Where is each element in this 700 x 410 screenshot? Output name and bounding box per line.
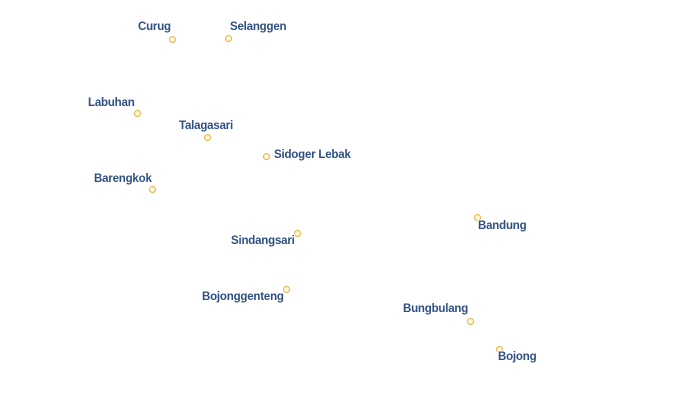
place-label[interactable]: Labuhan <box>88 97 135 109</box>
place-marker[interactable] <box>282 285 290 293</box>
place-marker[interactable] <box>148 185 156 193</box>
place-label[interactable]: Barengkok <box>94 173 152 185</box>
place-marker[interactable] <box>262 152 270 160</box>
place-marker[interactable] <box>168 35 176 43</box>
place-marker[interactable] <box>466 317 474 325</box>
place-marker[interactable] <box>224 34 232 42</box>
place-label[interactable]: Selanggen <box>230 21 287 33</box>
place-label[interactable]: Bungbulang <box>403 303 469 315</box>
place-label[interactable]: Bojonggenteng <box>202 291 284 303</box>
place-label[interactable]: Sindangsari <box>231 235 295 247</box>
place-label[interactable]: Bandung <box>478 220 527 232</box>
place-marker[interactable] <box>133 109 141 117</box>
place-label[interactable]: Sidoger Lebak <box>274 149 351 161</box>
place-marker[interactable] <box>473 213 481 221</box>
place-marker[interactable] <box>495 345 503 353</box>
place-marker[interactable] <box>203 133 211 141</box>
place-label[interactable]: Talagasari <box>179 120 234 132</box>
place-marker[interactable] <box>293 229 301 237</box>
place-label[interactable]: Curug <box>138 21 171 33</box>
place-label[interactable]: Bojong <box>498 351 537 363</box>
